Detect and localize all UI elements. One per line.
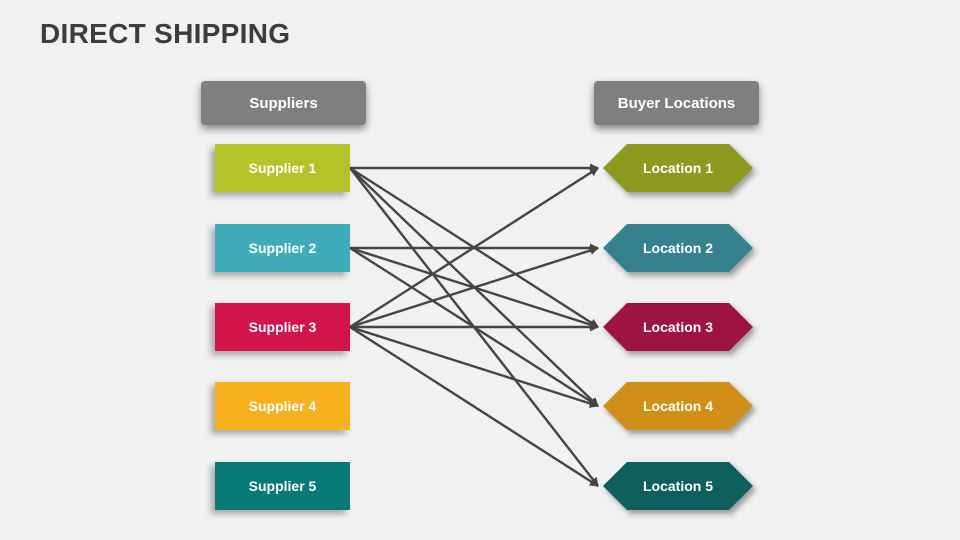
location-hexagon: Location 1 [603,144,753,192]
shipping-arrow [349,246,599,329]
shipping-arrow [349,246,599,329]
location-label: Location 3 [642,319,713,335]
supplier-box: Supplier 3 [215,303,350,351]
location-shape: Location 3 [603,303,753,351]
supplier-box: Supplier 2 [215,224,350,272]
location-hexagon: Location 2 [603,224,753,272]
supplier-box: Supplier 1 [215,144,350,192]
location-label: Location 4 [642,398,713,414]
location-label: Location 2 [642,240,713,256]
supplier-label: Supplier 3 [248,319,317,335]
location-hexagon: Location 5 [603,462,753,510]
locations-column-header: Buyer Locations [594,81,759,125]
supplier-label: Supplier 2 [248,240,317,256]
location-label: Location 5 [642,478,713,494]
shipping-arrow [349,167,599,487]
location-shape: Location 5 [603,462,753,510]
page-title: DIRECT SHIPPING [40,18,291,49]
shipping-arrow [349,246,599,408]
supplier-box: Supplier 4 [215,382,350,430]
shipping-arrow [349,167,599,407]
shipping-arrow [349,166,599,329]
location-hexagon: Location 4 [603,382,753,430]
supplier-box: Supplier 5 [215,462,350,510]
suppliers-column-header: Suppliers [201,81,366,125]
location-shape: Location 2 [603,224,753,272]
shipping-arrow [349,325,599,408]
shipping-arrow [349,325,599,488]
location-shape: Location 1 [603,144,753,192]
location-label: Location 1 [642,160,713,176]
supplier-label: Supplier 1 [248,160,317,176]
supplier-label: Supplier 5 [248,478,317,494]
location-shape: Location 4 [603,382,753,430]
location-hexagon: Location 3 [603,303,753,351]
supplier-label: Supplier 4 [248,398,317,414]
shipping-arrow [349,166,599,329]
